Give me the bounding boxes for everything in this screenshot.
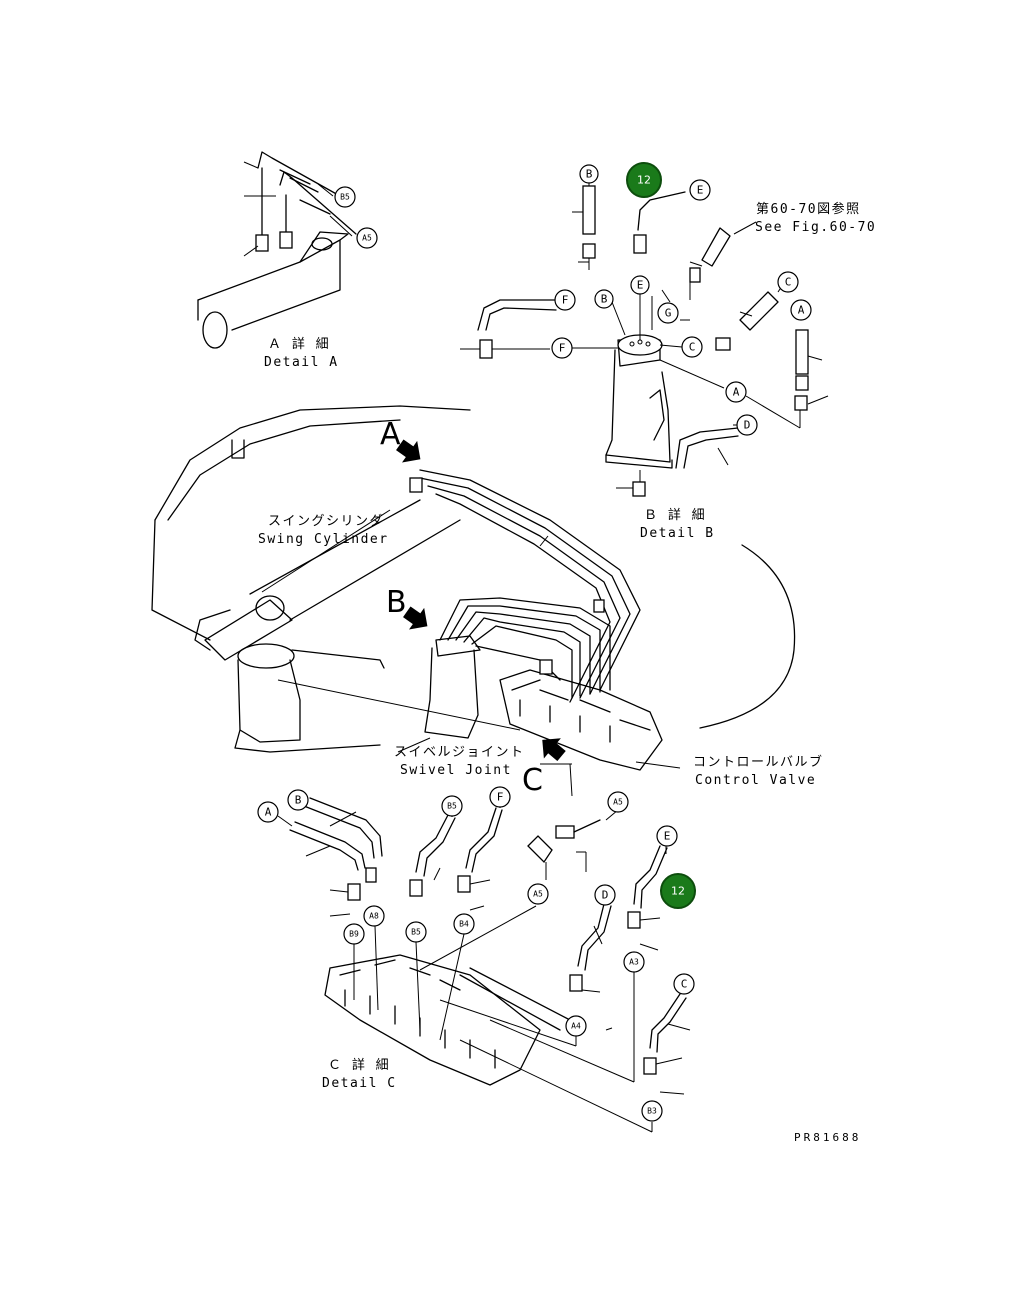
control-valve-en-label: Control Valve xyxy=(695,773,816,788)
svg-text:A5: A5 xyxy=(533,890,543,899)
svg-text:B5: B5 xyxy=(411,928,421,937)
see-fig-en-label: See Fig.60-70 xyxy=(755,220,876,235)
svg-text:A: A xyxy=(798,304,805,317)
swivel-joint-en-label: Swivel Joint xyxy=(400,763,512,778)
detail-a-jp-label: Ａ 詳 細 xyxy=(268,336,330,352)
part-badge-top[interactable]: 12 xyxy=(626,162,662,198)
svg-text:C: C xyxy=(689,341,696,354)
callout-b-a-top: A xyxy=(790,299,812,321)
callout-b-d: D xyxy=(736,414,758,436)
callout-c-b: B xyxy=(287,789,309,811)
detail-b-en-label: Detail B xyxy=(640,526,715,541)
view-c-arrow xyxy=(542,738,566,762)
svg-text:G: G xyxy=(665,307,672,320)
svg-text:E: E xyxy=(664,830,671,843)
callout-c-a8: A8 xyxy=(363,905,385,927)
svg-text:A4: A4 xyxy=(571,1022,581,1031)
callout-c-a4: A4 xyxy=(565,1015,587,1037)
svg-text:A5: A5 xyxy=(613,798,623,807)
svg-text:B: B xyxy=(601,293,608,306)
svg-text:C: C xyxy=(785,276,792,289)
detail-c-en-label: Detail C xyxy=(322,1076,397,1091)
callout-c-a: A xyxy=(257,801,279,823)
main-view-drawing xyxy=(151,405,796,797)
svg-text:D: D xyxy=(602,889,609,902)
part-badge-bottom[interactable]: 12 xyxy=(660,873,696,909)
svg-text:B: B xyxy=(295,794,302,807)
svg-text:F: F xyxy=(497,791,504,804)
detail-a-en-label: Detail A xyxy=(264,355,339,370)
callout-c-d: D xyxy=(594,884,616,906)
callout-b-a-mid: A xyxy=(725,381,747,403)
callout-c-e: E xyxy=(656,825,678,847)
callout-b-e-mid: E xyxy=(630,275,650,295)
view-c-letter: C xyxy=(522,763,543,798)
svg-text:A: A xyxy=(265,806,272,819)
view-b-arrow xyxy=(403,606,428,630)
callout-c-a5-top: A5 xyxy=(607,791,629,813)
callout-b-c-mid: C xyxy=(681,336,703,358)
drawing-number: PR81688 xyxy=(794,1131,861,1144)
svg-text:B: B xyxy=(586,168,593,181)
callout-b-c-top: C xyxy=(777,271,799,293)
callout-b-g: G xyxy=(657,302,679,324)
callout-a-a5: A5 xyxy=(356,227,378,249)
see-fig-jp-label: 第60-70図参照 xyxy=(756,201,861,217)
detail-a-drawing xyxy=(197,151,357,349)
callout-b-e-top: E xyxy=(689,179,711,201)
swing-cylinder-en-label: Swing Cylinder xyxy=(258,532,389,547)
detail-c-jp-label: Ｃ 詳 細 xyxy=(328,1057,390,1073)
svg-text:F: F xyxy=(562,294,569,307)
svg-text:E: E xyxy=(697,184,704,197)
view-a-letter: A xyxy=(380,417,401,452)
callout-c-b9: B9 xyxy=(343,923,365,945)
callout-c-b4: B4 xyxy=(453,913,475,935)
callout-c-f: F xyxy=(489,786,511,808)
svg-text:B3: B3 xyxy=(647,1107,657,1116)
svg-text:E: E xyxy=(637,279,644,292)
callout-c-c: C xyxy=(673,973,695,995)
callout-b-f-top: F xyxy=(554,289,576,311)
svg-text:B4: B4 xyxy=(459,920,469,929)
view-b-letter: B xyxy=(386,585,407,620)
callout-b-b-mid: B xyxy=(594,289,614,309)
svg-text:12: 12 xyxy=(637,174,651,187)
detail-b-jp-label: Ｂ 詳 細 xyxy=(644,507,706,523)
callout-c-a3: A3 xyxy=(623,951,645,973)
control-valve-jp-label: コントロールバルブ xyxy=(693,754,824,770)
detail-c-drawing xyxy=(277,797,691,1133)
svg-text:F: F xyxy=(559,342,566,355)
callout-c-b5-mid: B5 xyxy=(405,921,427,943)
callout-c-b3: B3 xyxy=(641,1100,663,1122)
svg-text:A: A xyxy=(733,386,740,399)
svg-text:A3: A3 xyxy=(629,958,639,967)
svg-text:D: D xyxy=(744,419,751,432)
svg-text:B9: B9 xyxy=(349,930,359,939)
svg-text:A8: A8 xyxy=(369,912,379,921)
swivel-joint-jp-label: スイベルジョイント xyxy=(394,745,525,760)
callout-b-f-mid: F xyxy=(551,337,573,359)
svg-text:C: C xyxy=(681,978,688,991)
callout-a-b5: B5 xyxy=(334,186,356,208)
callout-b-b-top: B xyxy=(579,164,599,184)
callout-c-b5-top: B5 xyxy=(441,795,463,817)
swing-cylinder-jp-label: スイングシリンダ xyxy=(268,514,384,529)
detail-b-drawing xyxy=(460,182,829,497)
svg-text:12: 12 xyxy=(671,885,685,898)
svg-text:B5: B5 xyxy=(340,193,350,202)
view-a-arrow xyxy=(396,439,421,463)
svg-text:A5: A5 xyxy=(362,234,372,243)
svg-text:B5: B5 xyxy=(447,802,457,811)
callout-c-a5-mid: A5 xyxy=(527,883,549,905)
